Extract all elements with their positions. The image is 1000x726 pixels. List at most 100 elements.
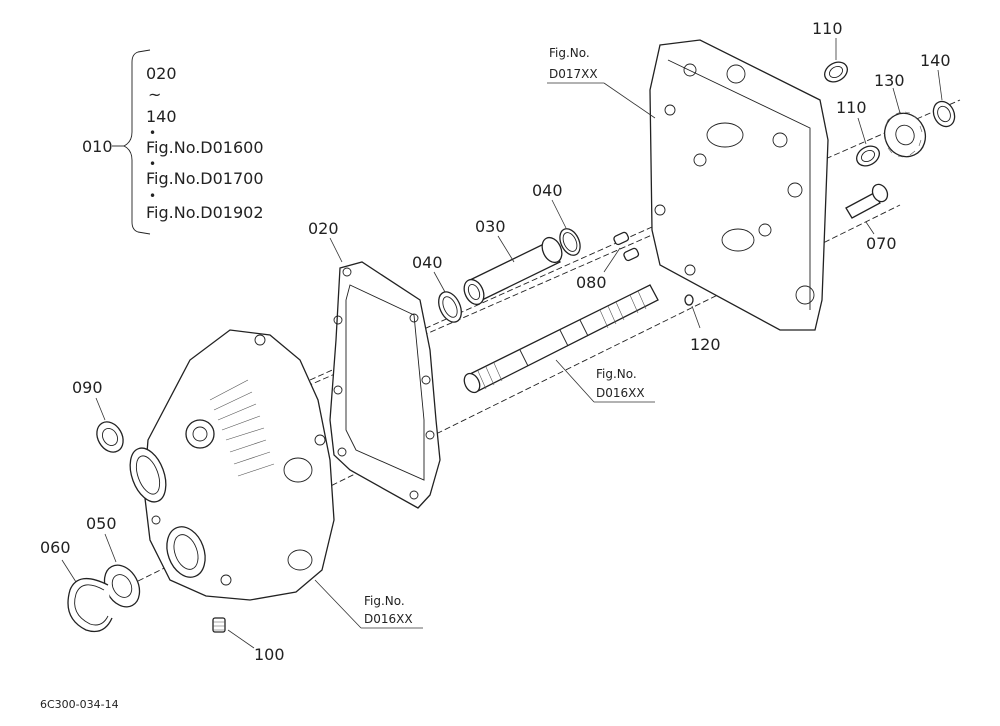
leader-030 [497,235,515,263]
bracket-line-1: 020 [146,64,177,83]
bolt-070-shank [845,192,881,219]
gasket-hole-2 [409,313,419,323]
housing-hole-8 [684,264,696,276]
label-090: 090 [72,378,103,397]
figref-shaft-label: Fig.No. [596,367,637,381]
sleeve-030-bore [467,283,481,301]
housing-bore-bottom [166,526,206,578]
leader-090 [95,397,106,421]
housing-hole-3 [664,104,676,116]
seal-110-mid-inner [860,149,876,163]
leader-110-mid [857,117,867,145]
gasket-020-outline [329,261,441,509]
housing-port-b [287,549,313,571]
leader-140 [937,69,943,101]
gasket-hole-7 [337,447,347,457]
oil-seal-110-top: 110 [812,19,848,83]
bracket-line-8: • [149,189,156,203]
label-030: 030 [475,217,506,236]
housing-port-2 [721,228,755,252]
gasket-hole-1 [342,267,352,277]
snap-ring-060-inner [74,584,109,626]
seal-110-top-inner [828,65,844,79]
bolt-070: 070 [845,183,897,253]
gear-130-teeth [884,111,923,158]
drawing-code: 6C300-034-14 [40,698,119,711]
label-080: 080 [576,273,607,292]
bracket-line-6: • [149,157,156,171]
label-140: 140 [920,51,951,70]
label-110-top: 110 [812,19,843,38]
seal-050: 050 [86,514,141,608]
housing-bolt-hole-1 [254,334,266,346]
oring-040-right-inner [562,232,578,252]
label-060: 060 [40,538,71,557]
oil-seal-110-mid: 110 [836,98,880,167]
bracket-line-7: Fig.No.D01700 [146,169,264,188]
leader-020 [329,237,343,263]
leader-130 [892,87,901,114]
figref-top: Fig.No. D017XX [547,46,656,119]
housing-bore-bottom-inner [173,534,199,570]
label-010: 010 [82,137,113,156]
label-110-mid: 110 [836,98,867,117]
seal-050-inner [111,574,133,598]
sleeve-030-end-right [541,236,563,264]
figref-shaft-number: D016XX [596,386,645,400]
gasket-020: 020 [308,219,441,509]
gasket-hole-5 [333,385,343,395]
oring-040-left-inner [442,296,458,318]
plug-100-shape [212,617,226,633]
label-070: 070 [866,234,897,253]
label-120: 120 [690,335,721,354]
seal-110-top-outer [824,61,848,83]
leader-100 [227,629,255,649]
housing-hole-2 [683,63,697,77]
housing-bore-top [129,447,167,503]
housing-bore-top-inner [135,455,161,495]
gasket-020-inner [345,284,425,481]
gasket-hole-8 [409,490,419,500]
pin-080-2 [623,247,640,262]
valve-housing-body [649,39,829,331]
shaft-splines [477,290,647,390]
housing-port-1 [706,122,744,148]
bolt-070-head [871,183,889,203]
housing-bolt-hole-3 [220,574,232,586]
label-040-right: 040 [532,181,563,200]
valve-housing-edge [667,59,811,310]
housing-hole-7 [795,285,815,305]
main-housing [129,329,335,601]
bracket-line-9: Fig.No.D01902 [146,203,264,222]
pins-080: 080 [576,231,640,292]
seal-110-mid-outer [856,145,880,167]
leader-070 [865,221,875,235]
pin-080-1 [613,231,630,246]
plug-100: 100 [212,617,285,664]
gasket-hole-6 [425,430,435,440]
figref-shaft: Fig.No. D016XX [555,359,655,403]
figref-top-leader [603,82,656,119]
sleeve-030: 030 [463,217,563,306]
label-050: 050 [86,514,117,533]
housing-hole-9 [654,204,666,216]
gear-130-body [883,112,927,158]
bracket-line-2: ~ [148,85,161,104]
gasket-hole-3 [333,315,343,325]
leader-050 [104,533,117,563]
figref-housing-leader [314,579,362,629]
leader-040-left [433,271,446,293]
label-130: 130 [874,71,905,90]
snap-ring-060: 060 [40,538,113,633]
housing-hole-4 [693,153,707,167]
housing-port-a [283,457,313,483]
housing-hub-bore [192,426,208,442]
bracket-line-4: • [149,126,156,140]
oring-120: 120 [684,294,721,354]
figref-housing: Fig.No. D016XX [314,579,423,629]
housing-hole-5 [772,132,788,148]
housing-bolt-hole-4 [314,434,326,446]
seal-090-inner [102,428,118,446]
leader-060 [61,559,77,583]
